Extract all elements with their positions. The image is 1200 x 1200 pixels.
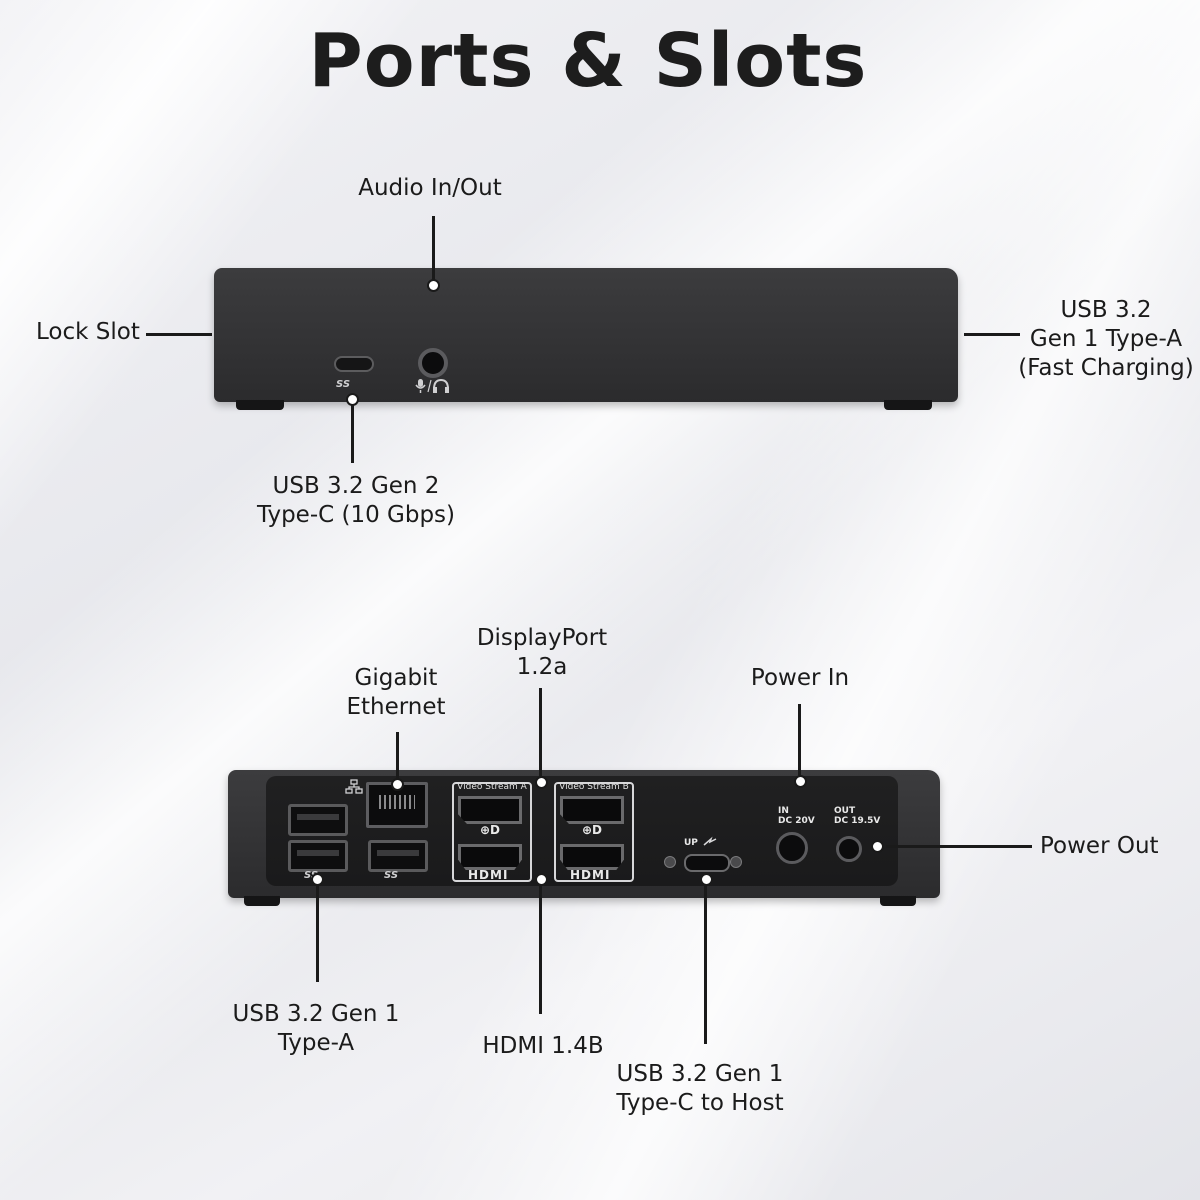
- video-stream-b-title: Video Stream B: [559, 782, 629, 792]
- ss10-logo: SS: [336, 379, 351, 390]
- displayport-label: DisplayPort 1.2a: [460, 624, 624, 682]
- usba-callout-line: [316, 886, 319, 982]
- hdmi-callout-line: [539, 886, 542, 1014]
- usbc-host-callout-line: [704, 886, 707, 1044]
- displayport-b-port: [560, 796, 624, 824]
- dock-foot: [880, 896, 916, 906]
- power-out-text-line1: OUT: [834, 806, 856, 816]
- audio-callout-line: [432, 216, 435, 280]
- displayport-label-line1: DisplayPort: [476, 625, 608, 651]
- dock-foot: [884, 400, 932, 410]
- power-in-callout-dot: [794, 775, 807, 788]
- usba-label: USB 3.2 Gen 1 Type-A: [226, 1000, 406, 1058]
- ethernet-label-line2: Ethernet: [346, 694, 446, 720]
- displayport-callout-dot: [535, 776, 548, 789]
- usba-fast-callout-line: [964, 333, 1020, 336]
- usba-label-line2: Type-A: [277, 1030, 355, 1056]
- audio-callout-dot: [427, 279, 440, 292]
- usba-fast-label: USB 3.2 Gen 1 Type-A (Fast Charging): [1016, 296, 1196, 383]
- usba-fast-label-line3: (Fast Charging): [1018, 355, 1194, 381]
- displayport-callout-line: [539, 688, 542, 778]
- power-out-text: OUT DC 19.5V: [834, 806, 880, 826]
- power-out-callout-dot: [871, 840, 884, 853]
- usbc-host-label: USB 3.2 Gen 1 Type-C to Host: [600, 1060, 800, 1118]
- video-stream-a-box: Video Stream A: [452, 782, 532, 882]
- power-out-label: Power Out: [1040, 833, 1159, 859]
- video-stream-b-box: Video Stream B: [554, 782, 634, 882]
- usba-callout-dot: [311, 873, 324, 886]
- lock-slot-label: Lock Slot: [36, 319, 140, 345]
- ethernet-label: Gigabit Ethernet: [328, 664, 464, 722]
- dp-logo: ⊕D: [480, 823, 501, 837]
- hdmi-label: HDMI 1.4B: [482, 1033, 604, 1059]
- dock-front-body: [214, 268, 958, 402]
- usbc-host-label-line1: USB 3.2 Gen 1: [616, 1061, 784, 1087]
- usba-label-line1: USB 3.2 Gen 1: [232, 1001, 400, 1027]
- hdmi-logo: HDMI: [570, 868, 611, 882]
- power-out-text-line2: DC 19.5V: [834, 816, 881, 826]
- usba-port: [288, 804, 348, 836]
- video-stream-a-title: Video Stream A: [457, 782, 527, 792]
- usbc-gen2-label-line2: Type-C (10 Gbps): [256, 502, 456, 528]
- power-in-text: IN DC 20V: [778, 806, 815, 826]
- dp-logo: ⊕D: [582, 823, 603, 837]
- audio-jack: [418, 348, 448, 378]
- dock-foot: [236, 400, 284, 410]
- power-in-jack: [776, 832, 808, 864]
- usbc-gen2-port: [334, 356, 374, 372]
- usba-fast-label-line2: Gen 1 Type-A: [1029, 326, 1183, 352]
- power-out-callout-line: [886, 845, 1032, 848]
- audio-label: Audio In/Out: [358, 175, 502, 201]
- usbc-gen2-label: USB 3.2 Gen 2 Type-C (10 Gbps): [250, 472, 462, 530]
- displayport-label-line2: 1.2a: [516, 654, 568, 680]
- hdmi-logo: HDMI: [468, 868, 509, 882]
- ethernet-callout-dot: [391, 778, 404, 791]
- hdmi-callout-dot: [535, 873, 548, 886]
- ethernet-label-line1: Gigabit: [354, 665, 438, 691]
- usbc-host-port: [684, 854, 730, 872]
- hdmi-b-port: [560, 844, 624, 870]
- usba-port: [368, 840, 428, 872]
- displayport-a-port: [458, 796, 522, 824]
- network-icon: [345, 779, 363, 794]
- power-in-label: Power In: [750, 665, 850, 691]
- usba-fast-label-line1: USB 3.2: [1060, 297, 1152, 323]
- usba-port: [288, 840, 348, 872]
- power-in-callout-line: [798, 704, 801, 776]
- screw: [664, 856, 676, 868]
- usbc-gen2-label-line1: USB 3.2 Gen 2: [272, 473, 440, 499]
- ss-logo: SS: [384, 870, 399, 881]
- hdmi-a-port: [458, 844, 522, 870]
- mic-headphone-icon: [415, 378, 449, 393]
- lock-slot-callout-line: [146, 333, 212, 336]
- up-label: UP: [684, 838, 698, 848]
- usbc-host-label-line2: Type-C to Host: [616, 1090, 784, 1116]
- power-out-jack: [836, 836, 862, 862]
- ethernet-callout-line: [396, 732, 399, 780]
- usbc-host-callout-dot: [700, 873, 713, 886]
- screw: [730, 856, 742, 868]
- power-in-text-line1: IN: [778, 806, 789, 816]
- thunderbolt-icon: [703, 836, 717, 846]
- usbc-gen2-callout-line: [351, 405, 354, 463]
- page-title: Ports & Slots: [308, 18, 868, 104]
- power-in-text-line2: DC 20V: [778, 816, 815, 826]
- dock-foot: [244, 896, 280, 906]
